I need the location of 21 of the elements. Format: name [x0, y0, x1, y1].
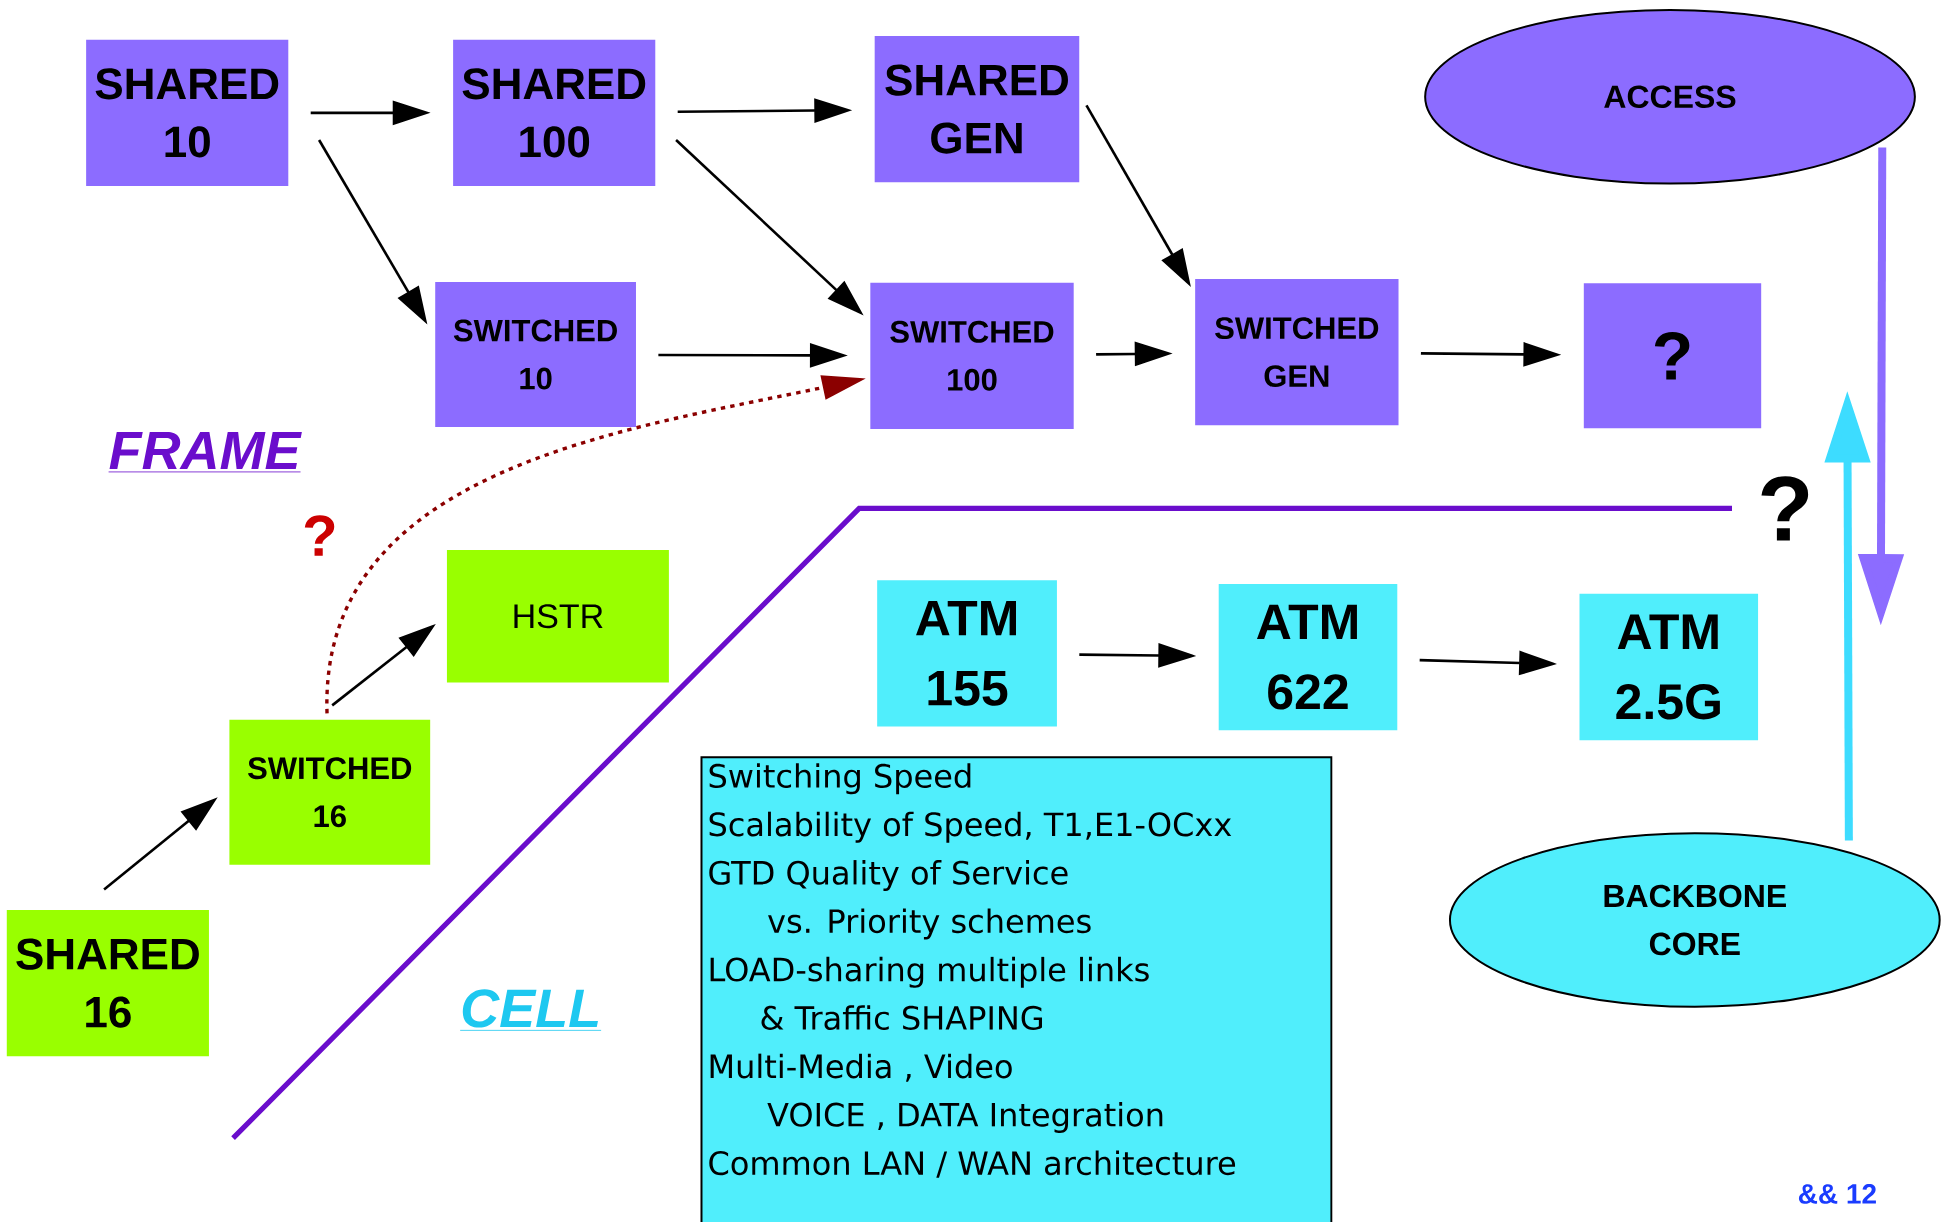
process-box: SHARED GEN — [874, 35, 1080, 183]
process-box: ATM 622 — [1218, 583, 1398, 731]
ellipse-node: BACKBONE CORE — [1448, 831, 1941, 1008]
process-box: ATM 2.5G — [1579, 593, 1759, 740]
ellipse-node: ACCESS — [1424, 8, 1916, 185]
process-box: ATM 155 — [877, 579, 1057, 727]
process-box: ? — [1583, 283, 1762, 429]
page-number: && 12 — [1798, 1183, 1876, 1204]
process-box: SWITCHED 16 — [229, 719, 431, 865]
question-mark: ? — [304, 515, 335, 556]
process-box: SWITCHED 10 — [435, 281, 636, 427]
section-label: FRAME — [108, 431, 302, 473]
section-label: CELL — [459, 989, 602, 1031]
question-mark: ? — [1761, 476, 1809, 541]
process-box: SHARED 100 — [453, 39, 656, 186]
text-box: Switching Speed Scalability of Speed, T1,E1-OCxx GTD Quality of Service vs. Priority schemes LOAD-sharing multiple links & Traffic SHAPING Multi-Media , Video VOICE , DATA Integration Common LAN / WAN architecture — [700, 756, 1333, 1222]
process-box: SWITCHED 100 — [870, 282, 1074, 429]
process-box: SHARED 16 — [6, 909, 209, 1057]
process-box: SWITCHED GEN — [1195, 278, 1399, 426]
process-box: HSTR — [446, 549, 669, 683]
process-box: SHARED 10 — [86, 39, 289, 186]
